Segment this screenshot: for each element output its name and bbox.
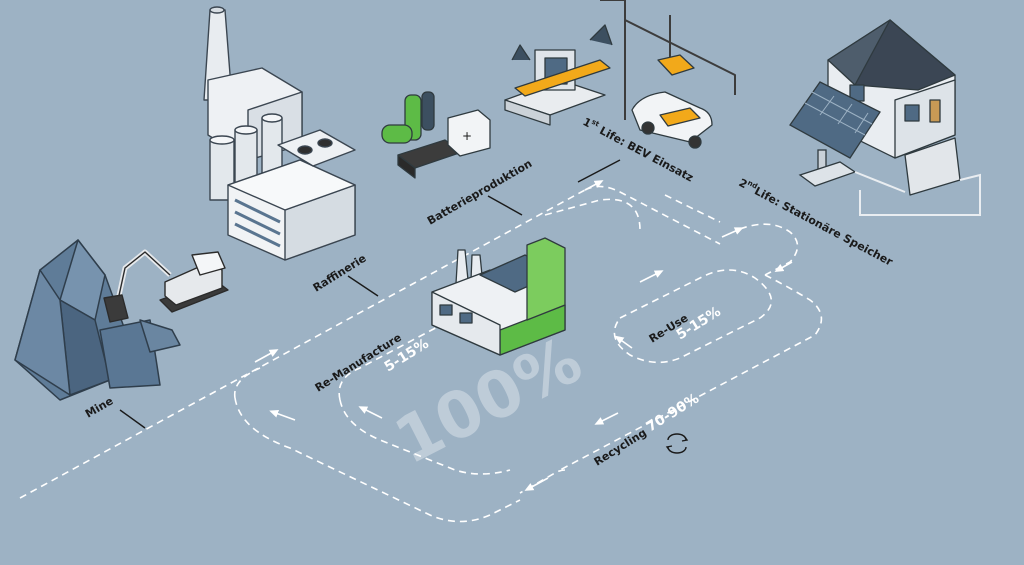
reuse-arrow-2 [639,270,664,283]
refinery-icon [203,6,356,261]
flow-arrow-1 [254,349,279,363]
label-refinery: Raffinerie [311,252,369,295]
label-mine: Mine [83,394,115,420]
second-life-sup: nd [746,179,759,191]
factory-icon [431,237,566,356]
reuse-loop [613,269,773,364]
leader-lines [119,159,621,429]
flow-arrow-2 [584,180,604,191]
flow-arrow-4 [774,261,793,272]
solar-panel-icon [789,81,981,216]
remanufacture-loop [233,198,641,523]
mine-rock-icon [14,239,181,401]
svg-text:+: + [462,129,472,143]
label-second-life: 2ndLife: Stationäre Speicher [737,175,896,269]
second-life-text: Life: Stationäre Speicher [752,184,895,268]
first-life-sup: st [590,118,601,129]
robot-arm-icon [504,0,736,126]
flow-arrow-3 [721,227,744,238]
reuse-arrow-1 [614,335,633,349]
recycle-icon [665,433,689,454]
label-battery-production: Batterieproduktion [425,157,534,228]
return-path [559,194,823,471]
excavator-icon [103,249,229,323]
flow-arrow-6 [524,477,549,491]
label-recycling: Recycling [592,426,649,468]
battery-icon: + [381,91,491,179]
car-icon [631,54,713,149]
percent-recycling: 70-90% [644,391,702,436]
flow-arrow-5 [594,412,619,425]
reman-arrow-1 [358,406,383,419]
reman-arrow-2 [269,409,296,421]
